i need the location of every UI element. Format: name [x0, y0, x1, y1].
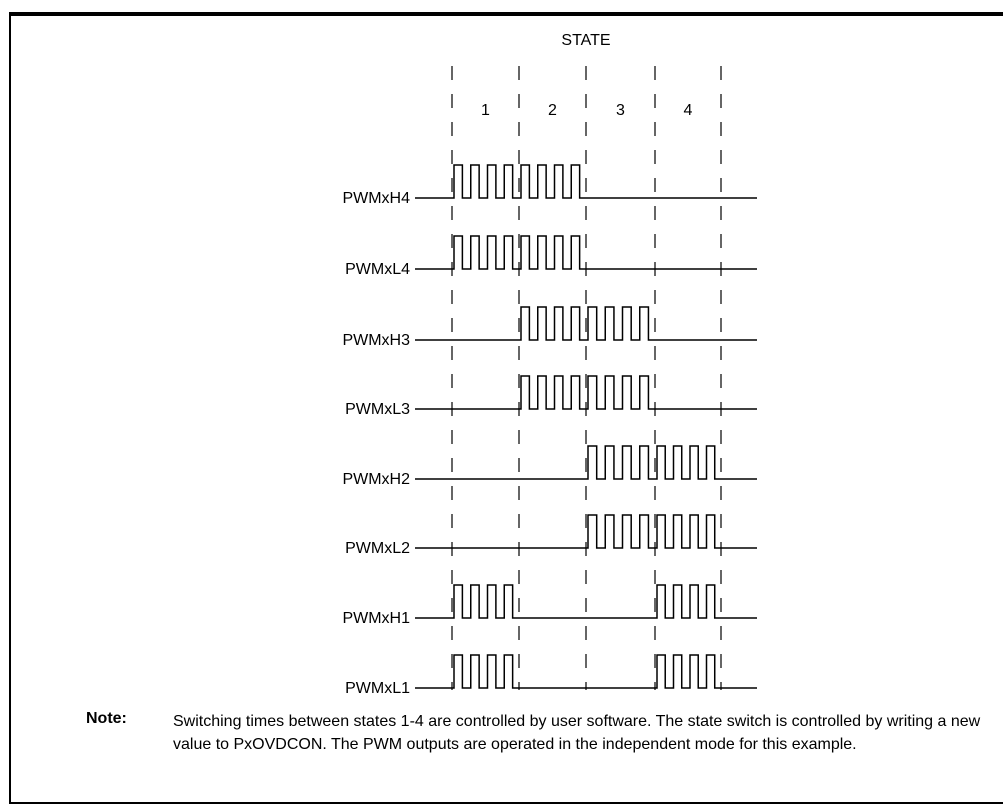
note-text: Switching times between states 1-4 are c…	[173, 713, 981, 753]
signal-label-pwmxl1: PWMxL1	[345, 680, 410, 697]
signal-label-pwmxh1: PWMxH1	[342, 610, 410, 627]
signal-label-pwmxl3: PWMxL3	[345, 401, 410, 418]
waveform-pwmxl3	[415, 375, 757, 410]
signal-label-pwmxh4: PWMxH4	[342, 190, 410, 207]
state-label-3: 3	[616, 102, 625, 119]
waveform-pwmxl4	[415, 235, 757, 270]
state-label-2: 2	[548, 102, 557, 119]
signal-label-pwmxl4: PWMxL4	[345, 261, 410, 278]
signal-label-pwmxl2: PWMxL2	[345, 540, 410, 557]
waveform-pwmxh4	[415, 164, 757, 199]
state-label-4: 4	[684, 102, 693, 119]
top-rule	[9, 12, 1003, 15]
waveform-pwmxh1	[415, 584, 757, 619]
state-label-1: 1	[481, 102, 490, 119]
waveform-pwmxl2	[415, 514, 757, 549]
waveform-pwmxl1	[415, 654, 757, 689]
signal-label-pwmxh3: PWMxH3	[342, 332, 410, 349]
note-title: Note:	[86, 710, 127, 727]
waveform-pwmxh3	[415, 306, 757, 341]
signal-label-pwmxh2: PWMxH2	[342, 471, 410, 488]
waveform-pwmxh2	[415, 445, 757, 480]
state-title: STATE	[561, 32, 610, 49]
